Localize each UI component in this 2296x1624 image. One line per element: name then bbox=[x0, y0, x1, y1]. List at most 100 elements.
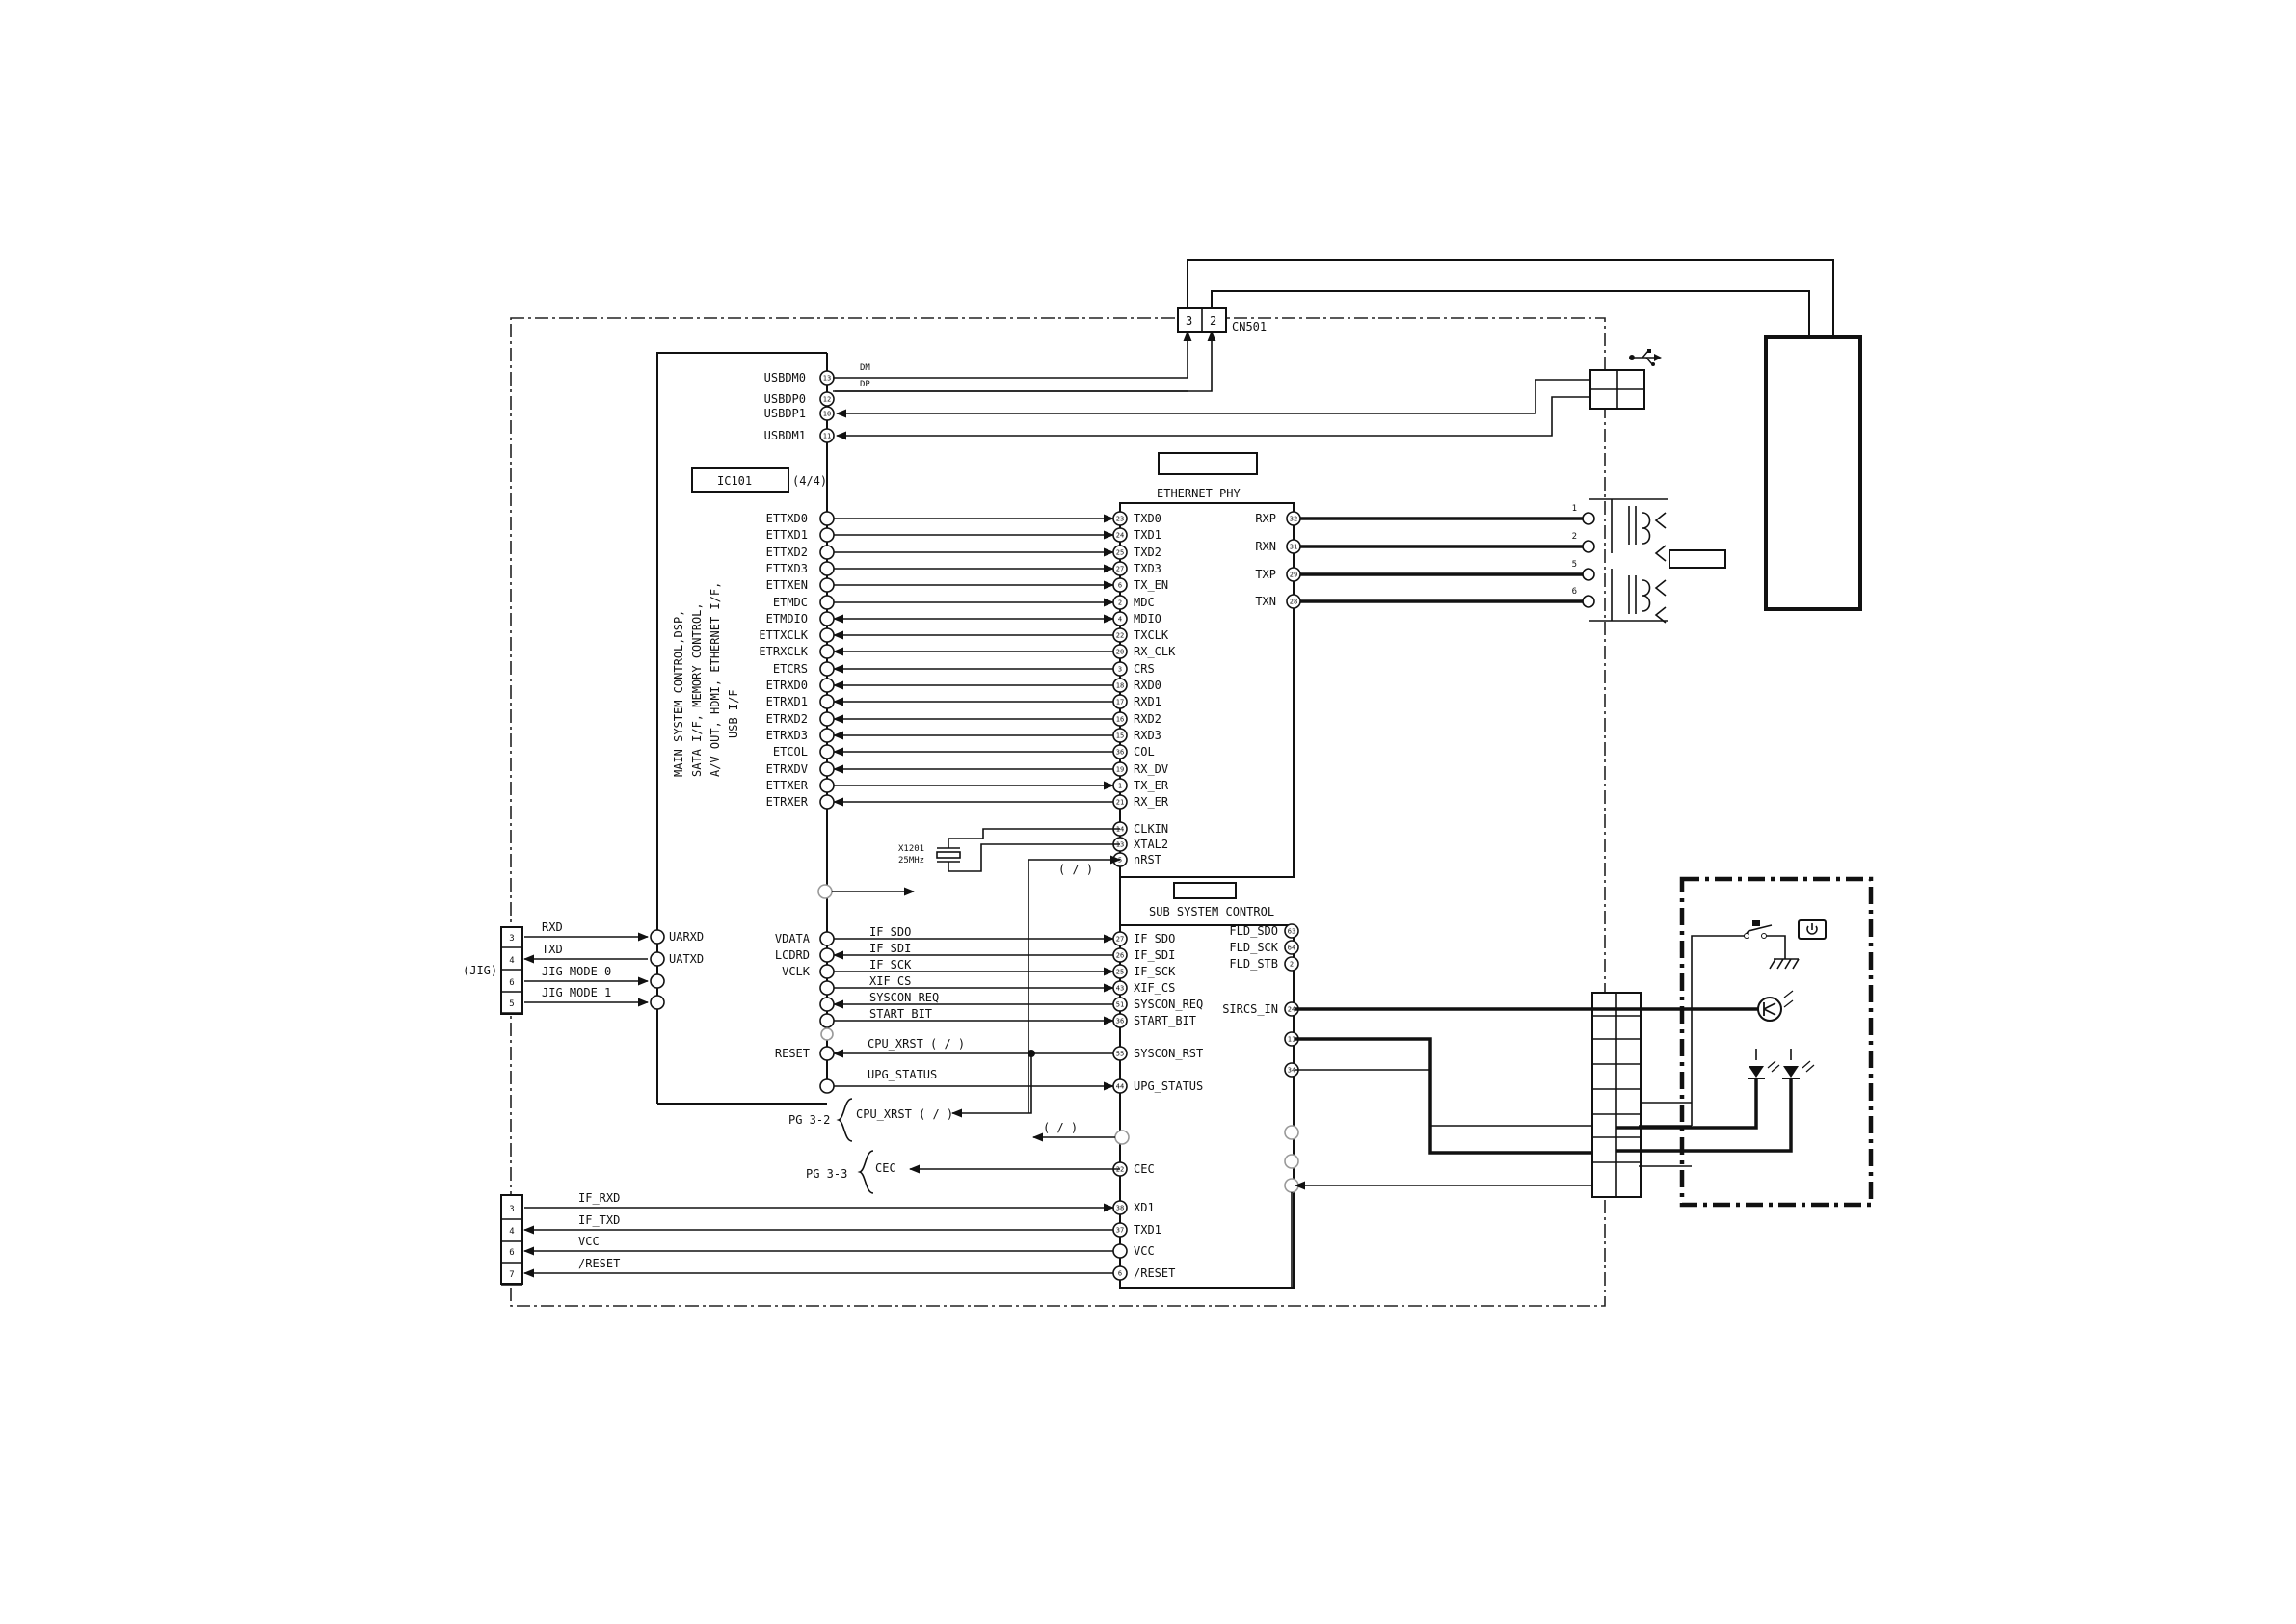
sub-label-if-sdo: IF_SDO bbox=[1134, 932, 1175, 945]
ic101-label-etrxd1: ETRXD1 bbox=[766, 695, 808, 708]
ic101-pin-etcrs bbox=[819, 661, 835, 677]
ic101-label-vclk: VCLK bbox=[782, 965, 811, 978]
ic101-label-usbdp0: USBDP0 bbox=[764, 392, 806, 406]
phy-pin-rx_dv-num: 19 bbox=[1116, 766, 1124, 774]
phy-pin-rxd3 bbox=[1112, 728, 1128, 743]
phy-label-txd3: TXD3 bbox=[1134, 562, 1161, 575]
sub-pin-upg-status bbox=[1112, 1078, 1128, 1094]
ic101-pin-ettxer bbox=[819, 778, 835, 793]
ic101-sub-pin-4 bbox=[819, 997, 835, 1012]
ic101-label-etrxd3: ETRXD3 bbox=[766, 729, 808, 742]
jig-pin-5: 5 bbox=[509, 999, 514, 1009]
phy-pin-tx_er bbox=[1112, 778, 1128, 793]
sub-ctrl-title: SUB SYSTEM CONTROL bbox=[1149, 905, 1274, 918]
sub-label-cec: CEC bbox=[1134, 1162, 1155, 1176]
if-conn-pin-4: 4 bbox=[509, 1227, 514, 1237]
phy-label-txclk: TXCLK bbox=[1134, 628, 1169, 642]
phy-pin-rxd0 bbox=[1112, 678, 1128, 693]
eth-phy-title: ETHERNET PHY bbox=[1157, 487, 1241, 500]
phy-label-rxd3: RXD3 bbox=[1134, 729, 1161, 742]
ic101-label-ettxd0: ETTXD0 bbox=[766, 512, 808, 525]
phy-label-nrst: nRST bbox=[1134, 853, 1161, 866]
ic101-label-ettxen: ETTXEN bbox=[766, 578, 808, 592]
phy-pin-rxd2-num: 16 bbox=[1116, 716, 1124, 724]
phy-pin-txn bbox=[1286, 594, 1301, 609]
sub-pin-fld_stb-num: 2 bbox=[1290, 961, 1294, 969]
ic101-ref-box: IC101 (4/4) bbox=[691, 467, 827, 493]
ic101-label-uatxd: UATXD bbox=[669, 952, 704, 966]
ground-icon bbox=[1769, 954, 1800, 970]
cn501-connector: 3 2 CN501 bbox=[1177, 307, 1267, 333]
svg-text:SATA I/F, MEMORY CONTROL,: SATA I/F, MEMORY CONTROL, bbox=[690, 602, 704, 777]
ic101-pin-reset bbox=[819, 1046, 835, 1061]
svg-text:PG 3-3: PG 3-3 bbox=[806, 1167, 847, 1181]
if-conn-signal-3: /RESET bbox=[578, 1257, 620, 1270]
jig-signal-3: JIG MODE 1 bbox=[542, 986, 611, 999]
ic101-pin-usbdp1 bbox=[819, 406, 835, 421]
ic101-label-etcrs: ETCRS bbox=[773, 662, 808, 676]
sub-pin-fld_sck bbox=[1284, 940, 1299, 955]
phy-pin-rxn-num: 31 bbox=[1290, 544, 1297, 551]
led-icon bbox=[1748, 1060, 1815, 1079]
sub-label-syscon-rst: SYSCON_RST bbox=[1134, 1047, 1203, 1060]
jig-signal-2: JIG MODE 0 bbox=[542, 965, 611, 978]
net-if-sdi: IF_SDI bbox=[869, 942, 911, 955]
sub-label-if-sdi: IF_SDI bbox=[1134, 948, 1175, 962]
sub-label-xd1: XD1 bbox=[1134, 1201, 1155, 1214]
phy-pin-txd0-num: 23 bbox=[1116, 516, 1124, 523]
phy-pin-tx_er-num: 1 bbox=[1118, 783, 1122, 790]
ic101-pin-etrxdv bbox=[819, 761, 835, 777]
phy-label-rxn: RXN bbox=[1255, 540, 1276, 553]
ic101-label-etmdc: ETMDC bbox=[773, 596, 808, 609]
phy-label-rxp: RXP bbox=[1255, 512, 1276, 525]
ic101-label-etmdio: ETMDIO bbox=[766, 612, 808, 626]
ic101-label-usbdm1: USBDM1 bbox=[764, 429, 806, 442]
sub-pin-fld_sck-num: 64 bbox=[1288, 945, 1295, 952]
transformer-ref-box bbox=[1669, 549, 1726, 569]
sub-pin-xif_cs bbox=[1112, 980, 1128, 996]
sub-pin-xd1-num: 38 bbox=[1116, 1205, 1124, 1212]
ic101-pin-ettxd3 bbox=[819, 561, 835, 576]
sub-pin-upg-status-num: 44 bbox=[1116, 1083, 1124, 1091]
phy-pin-rx_dv bbox=[1112, 761, 1128, 777]
phy-pin-txd2 bbox=[1112, 545, 1128, 560]
phy-label-rxd0: RXD0 bbox=[1134, 679, 1161, 692]
sub-pin-vcc bbox=[1112, 1243, 1128, 1259]
phy-pin-txp-num: 29 bbox=[1290, 572, 1297, 579]
phy-label-txd0: TXD0 bbox=[1134, 512, 1161, 525]
ic101-sub-pin-0 bbox=[819, 931, 835, 946]
ic101-pin-etrxd2 bbox=[819, 711, 835, 727]
ic101-pin-ettxclk bbox=[819, 627, 835, 643]
ic101-part: (4/4) bbox=[792, 474, 827, 488]
ic101-label-etrxd0: ETRXD0 bbox=[766, 679, 808, 692]
ic101-label-ettxer: ETTXER bbox=[766, 779, 809, 792]
sub-label-fld-stb: FLD_STB bbox=[1229, 957, 1278, 971]
phy-pin-rx_er bbox=[1112, 794, 1128, 810]
phy-pin-col-num: 36 bbox=[1116, 749, 1124, 757]
power-icon[interactable] bbox=[1798, 919, 1827, 940]
lan-transformer bbox=[1589, 498, 1726, 624]
ic101-function-text: MAIN SYSTEM CONTROL,DSP, SATA I/F, MEMOR… bbox=[672, 582, 740, 777]
sub-label-upg-status: UPG_STATUS bbox=[1134, 1079, 1203, 1093]
ic101-outline bbox=[656, 352, 827, 1104]
sub-label-fld-sck: FLD_SCK bbox=[1229, 941, 1278, 954]
sub-pin-if_sdi-num: 26 bbox=[1116, 952, 1124, 960]
sub-pin-unused-1 bbox=[1284, 1154, 1299, 1169]
phy-pin-crs bbox=[1112, 661, 1128, 677]
ic101-label-lcdrd: LCDRD bbox=[775, 948, 810, 962]
sub-pin-unused-0 bbox=[1284, 1125, 1299, 1140]
svg-text:USB I/F: USB I/F bbox=[727, 689, 740, 738]
if-conn-pin-7: 7 bbox=[509, 1270, 514, 1280]
phy-pin-txd1 bbox=[1112, 527, 1128, 543]
sub-pin-xif_cs-num: 43 bbox=[1116, 985, 1124, 993]
sub-label-txd1: TXD1 bbox=[1134, 1223, 1161, 1237]
net-if-sck: IF_SCK bbox=[869, 958, 912, 972]
offpage-pg3-2: PG 3-2 CPU_XRST ( / ) bbox=[788, 1098, 953, 1142]
